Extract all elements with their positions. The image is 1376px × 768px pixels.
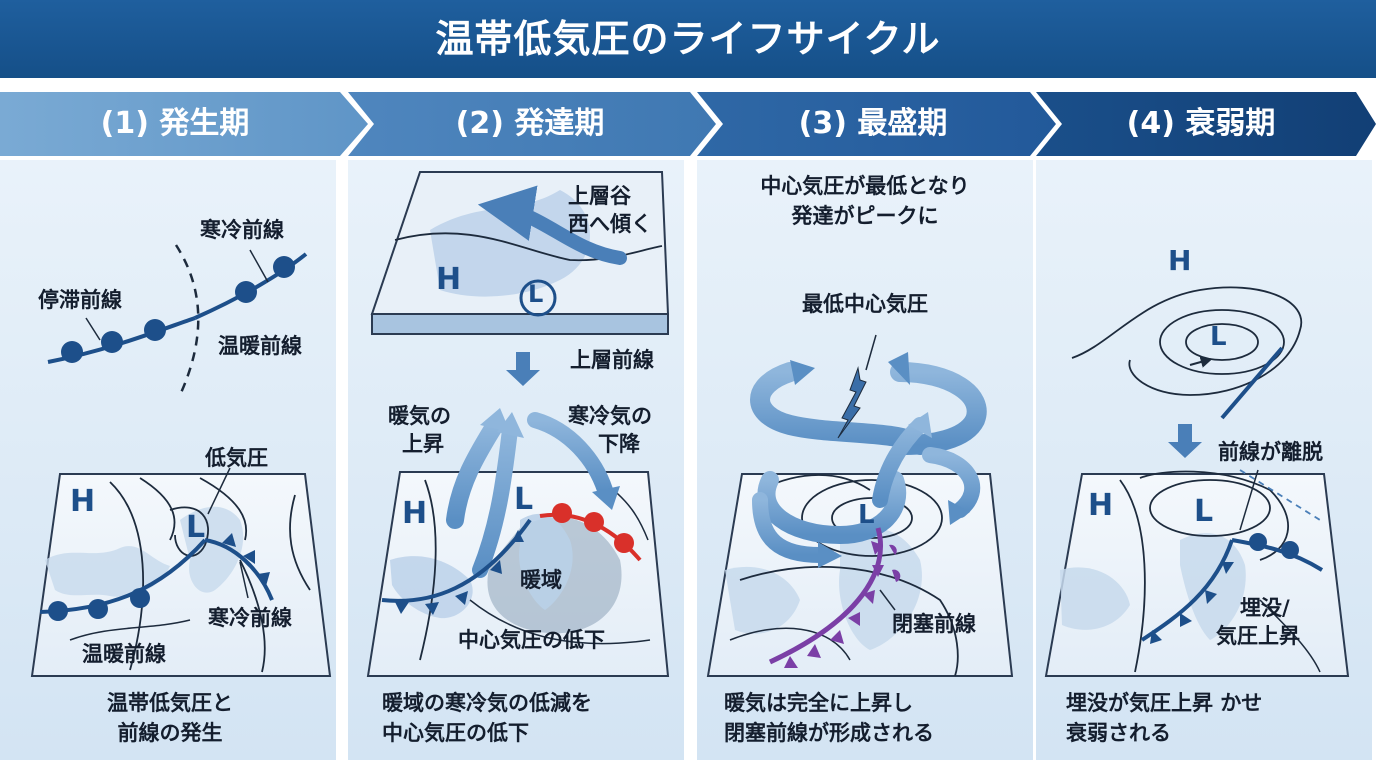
label-front-detach: 前線が離脱	[1218, 440, 1323, 464]
swirl-arrow-lower	[752, 492, 828, 563]
caption-development-line-2: 中心気圧の低下	[382, 721, 529, 745]
detached-front-upper	[1220, 346, 1284, 420]
low-pressure-symbol-4: L	[1194, 494, 1214, 529]
occluded-front	[768, 527, 884, 665]
high-pressure-symbol-2: H	[402, 496, 428, 531]
label-warm-front-map: 温暖前線	[82, 642, 166, 666]
isobar-outer	[1071, 286, 1303, 396]
label-warm-rise-1: 暖気の	[388, 404, 451, 428]
label-warm-rise-2: 上昇	[402, 432, 444, 456]
front-dissipation-cold	[1140, 539, 1234, 642]
high-pressure-symbol-4: H	[1088, 488, 1114, 523]
label-cold-sink-2: 下降	[598, 432, 640, 456]
caption-dissipation-line-1: 埋没が気圧上昇 かせ	[1066, 691, 1263, 715]
title-bar	[0, 0, 1376, 78]
caption-dissipation-line-2: 衰弱される	[1066, 721, 1171, 745]
upper-low-circle	[519, 279, 557, 317]
low-pressure-symbol-4-upper: L	[1210, 322, 1227, 352]
stage-label-genesis: (1) 発生期	[100, 106, 250, 141]
cold-warm-front-line	[194, 252, 308, 320]
stage-label-mature: (3) 最盛期	[798, 106, 948, 141]
swirl-arrow-middle	[757, 471, 907, 545]
caption-development-line-1: 暖域の寒冷気の低減を	[382, 691, 592, 715]
label-mature-top-2: 発達がピークに	[791, 204, 939, 228]
warm-air-rise-arrow-left	[446, 416, 504, 529]
caption-mature-line-2: 閉塞前線が形成される	[724, 721, 934, 745]
swirl-arrow-top-left	[750, 362, 930, 455]
cold-air-sink-arrow	[527, 412, 613, 498]
caption-mature-line-1: 暖気は完全に上昇し	[724, 691, 913, 715]
page-title: 温帯低気圧のライフサイクル	[435, 17, 941, 61]
high-pressure-symbol-1: H	[70, 484, 96, 519]
caption-genesis-line-2: 前線の発生	[117, 721, 223, 745]
label-filling-2: 気圧上昇	[1216, 624, 1300, 648]
down-arrow-4	[1168, 424, 1202, 458]
stage-header-development	[348, 92, 716, 156]
label-low-pressure: 低気圧	[205, 446, 268, 470]
low-pressure-symbol-1: L	[186, 510, 206, 545]
swirl-arrow-right	[922, 447, 981, 518]
label-warm-front-top: 温暖前線	[218, 334, 302, 358]
cold-front-dev	[381, 518, 532, 603]
label-cold-sink-1: 寒冷気の	[568, 404, 652, 428]
label-filling-1: 埋没/	[1240, 596, 1290, 620]
caption-genesis-line-1: 温帯低気圧と	[107, 691, 233, 715]
stage-header-dissipation	[1036, 92, 1376, 156]
label-cold-front-map: 寒冷前線	[208, 606, 292, 630]
rising-column	[872, 417, 928, 508]
label-warm-sector: 暖域	[520, 568, 562, 592]
min-pressure-marker	[837, 366, 867, 439]
label-upper-front: 上層前線	[570, 348, 654, 372]
front-dissipation-warm	[1231, 538, 1324, 572]
label-min-pressure: 最低中心気圧	[802, 292, 928, 316]
weather-map-genesis	[30, 473, 332, 677]
low-pressure-symbol-2: L	[514, 482, 534, 517]
label-pressure-drop: 中心気圧の低下	[458, 628, 605, 652]
high-pressure-symbol-2-upper: H	[436, 262, 462, 297]
cold-front-lower	[204, 538, 274, 601]
label-upper-trough-1: 上層谷	[568, 184, 631, 208]
swirl-arrow-top-right	[890, 362, 987, 455]
low-pressure-symbol-2-upper: L	[528, 280, 544, 308]
dashed-boundary-line	[174, 244, 200, 396]
stage-label-development: (2) 発達期	[455, 106, 605, 141]
label-occluded-front: 閉塞前線	[892, 612, 976, 636]
low-pressure-symbol-3: L	[858, 500, 875, 530]
label-upper-trough-2: 西へ傾く	[568, 212, 652, 236]
stage-header-genesis	[0, 92, 368, 156]
label-stationary-front: 停滞前線	[38, 288, 122, 312]
high-pressure-symbol-4-upper: H	[1168, 244, 1192, 277]
stage-header-mature	[697, 92, 1056, 156]
label-mature-top-1: 中心気圧が最低となり	[760, 174, 970, 198]
upper-trough-arrow	[477, 185, 627, 265]
down-arrow-2	[506, 352, 540, 386]
warm-air-rise-arrow-right	[472, 422, 518, 578]
label-cold-front-top: 寒冷前線	[200, 218, 284, 242]
stage-label-dissipation: (4) 衰弱期	[1126, 106, 1276, 141]
